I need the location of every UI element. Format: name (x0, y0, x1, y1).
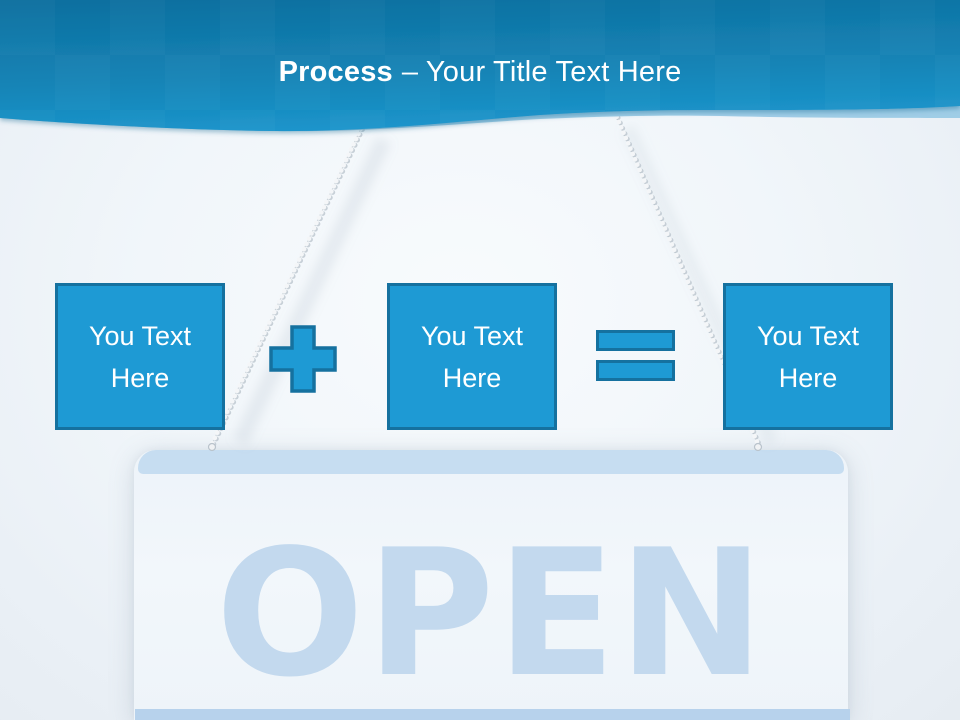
slide-title[interactable]: Process– Your Title Text Here (0, 56, 960, 89)
slide-title-rest: – Your Title Text Here (401, 56, 682, 88)
left-chain-shadow (232, 136, 392, 446)
box-3-line-2: Here (778, 362, 838, 393)
slide-title-bold: Process (278, 56, 393, 88)
box-1-line-1: You Text (88, 320, 192, 351)
open-sign: OPEN (134, 450, 850, 720)
open-sign-bottom-bar (135, 709, 850, 720)
text-placeholder-box-2[interactable]: You Text Here (387, 283, 557, 430)
equals-icon[interactable] (596, 330, 675, 390)
equals-bottom-bar (596, 360, 675, 381)
bead-chain-left-icon (207, 115, 370, 452)
open-sign-text: OPEN (215, 513, 767, 716)
equals-top-bar (596, 330, 675, 351)
box-1-line-2: Here (110, 362, 170, 393)
plus-icon[interactable] (269, 325, 337, 393)
text-placeholder-box-3[interactable]: You Text Here (723, 283, 893, 430)
text-placeholder-box-1[interactable]: You Text Here (55, 283, 225, 430)
box-2-line-1: You Text (420, 320, 524, 351)
open-sign-top-bar (138, 450, 844, 474)
box-3-line-1: You Text (756, 320, 860, 351)
box-2-line-2: Here (442, 362, 502, 393)
